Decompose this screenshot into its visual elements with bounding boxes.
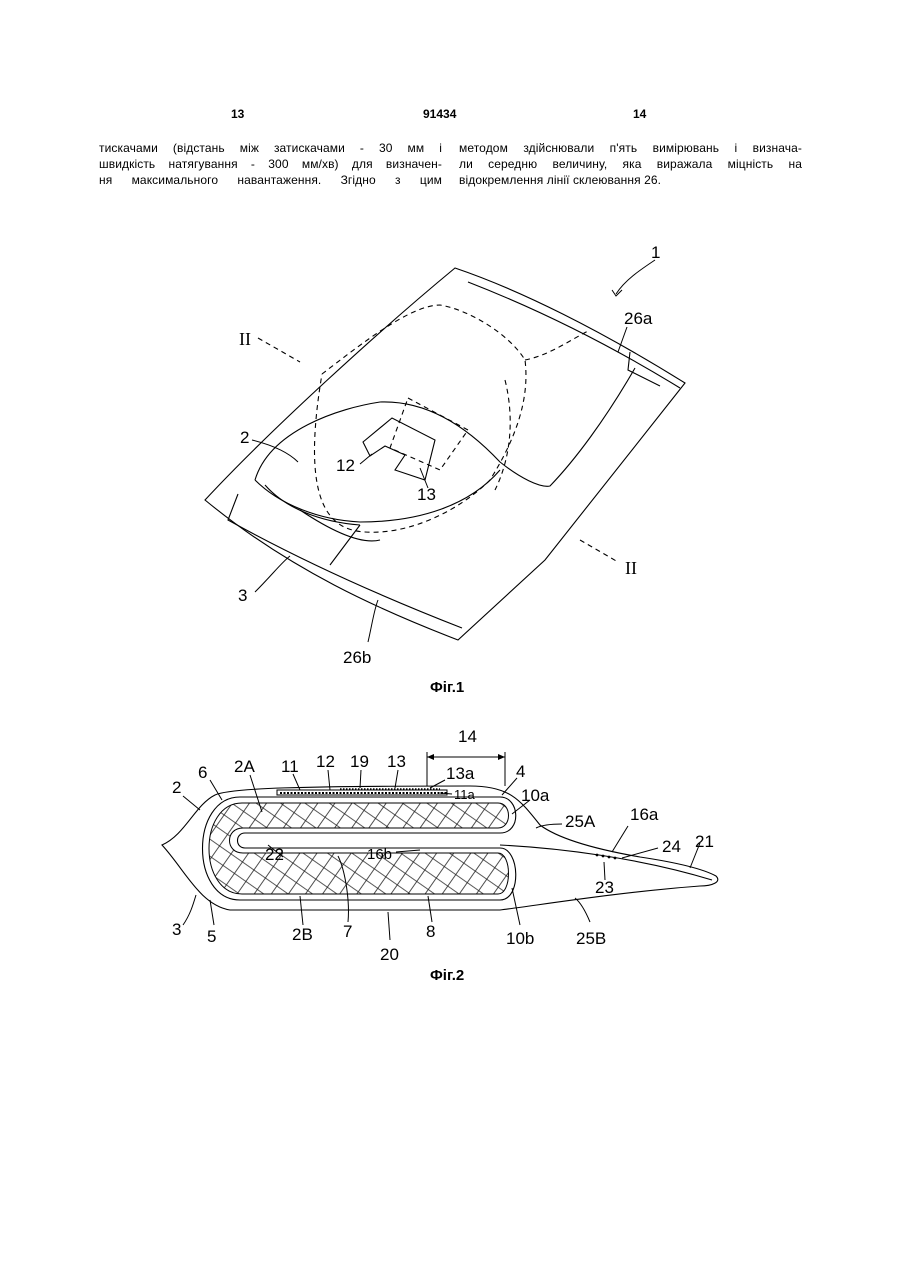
label-3: 3 <box>172 920 181 939</box>
label-21: 21 <box>695 832 714 851</box>
label-23: 23 <box>595 878 614 897</box>
label-11: 11 <box>281 757 299 776</box>
leader-10b <box>512 888 520 925</box>
leader-2 <box>183 796 200 810</box>
label-22: 22 <box>265 845 284 864</box>
label-8: 8 <box>426 922 435 941</box>
seal-dot <box>602 855 605 858</box>
label-6: 6 <box>198 763 207 782</box>
label-2B: 2B <box>292 925 313 944</box>
label-10a: 10a <box>521 786 550 805</box>
label-13a: 13a <box>446 764 475 783</box>
label-14: 14 <box>458 727 477 746</box>
figure-2-caption: Фіг.2 <box>430 967 464 984</box>
leader-4 <box>502 778 517 795</box>
label-2A: 2A <box>234 757 255 776</box>
label-12: 12 <box>316 752 335 771</box>
label-5: 5 <box>207 927 216 946</box>
label-13: 13 <box>387 752 406 771</box>
leader-13a <box>430 780 445 788</box>
label-11a: 11a <box>454 787 475 802</box>
label-25A: 25A <box>565 812 596 831</box>
label-25B: 25B <box>576 929 606 948</box>
label-4: 4 <box>516 762 525 781</box>
label-2: 2 <box>172 778 181 797</box>
label-19: 19 <box>350 752 369 771</box>
label-24: 24 <box>662 837 681 856</box>
figure-2: 2 6 2A 11 12 19 13 14 13a 11a 4 10a 25A … <box>0 0 901 1000</box>
seal-dot <box>608 856 611 859</box>
leader-3 <box>183 895 196 925</box>
label-10b: 10b <box>506 929 534 948</box>
label-16b: 16b <box>367 846 392 863</box>
seal-dot <box>614 857 617 860</box>
leader-20 <box>388 912 390 940</box>
leader-16a <box>612 826 628 852</box>
leader-16b <box>396 850 420 852</box>
leader-25B <box>575 898 590 922</box>
label-7: 7 <box>343 922 352 941</box>
seal-dot <box>596 854 599 857</box>
leader-19 <box>360 770 361 788</box>
label-16a: 16a <box>630 805 659 824</box>
label-20: 20 <box>380 945 399 964</box>
leader-13 <box>395 770 398 788</box>
